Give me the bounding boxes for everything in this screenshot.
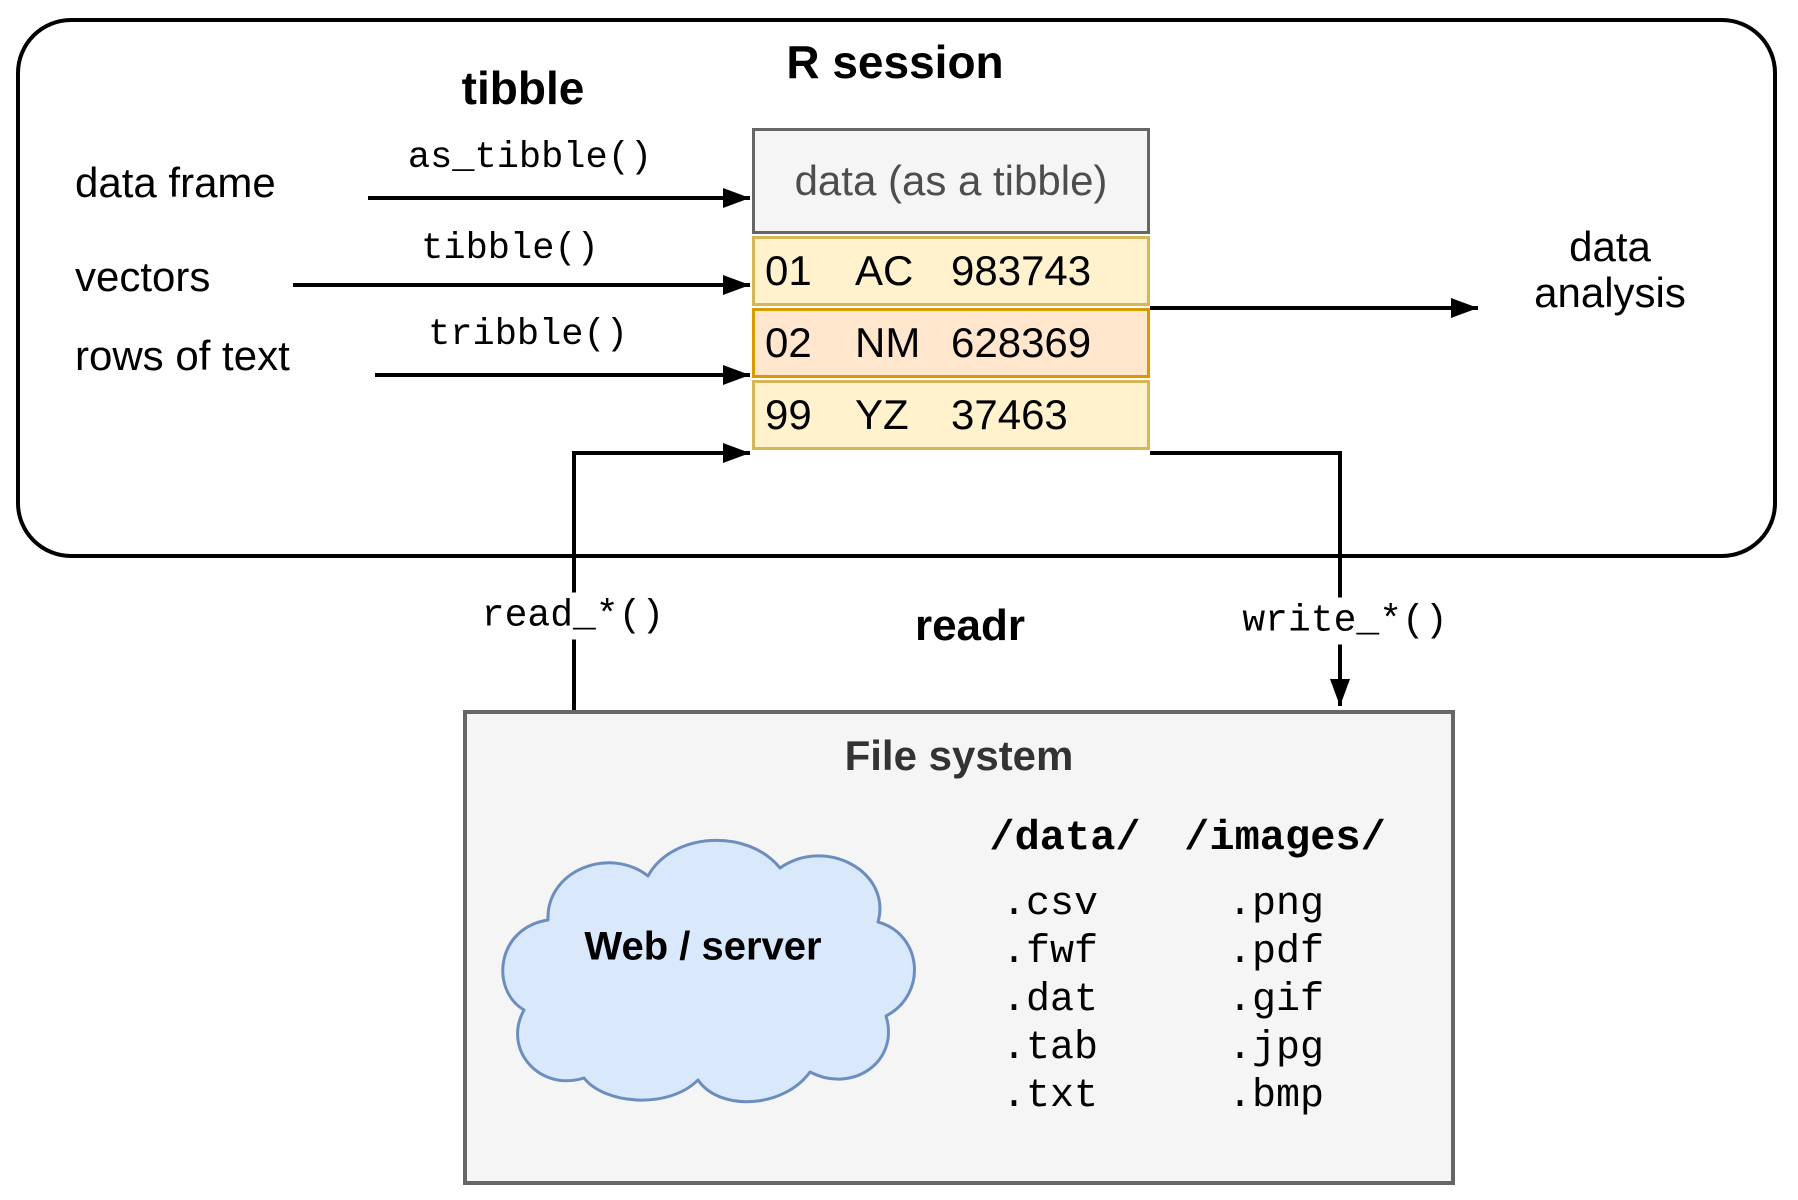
file-system-title: File system	[844, 732, 1074, 779]
readr-package-heading: readr	[914, 601, 1026, 650]
file-extension: .bmp	[1228, 1074, 1325, 1119]
row-id: 01	[765, 247, 812, 294]
table-row: 01 AC 983743	[752, 236, 1150, 306]
file-extension: .gif	[1228, 978, 1325, 1023]
r-session-title: R session	[786, 36, 1004, 88]
data-extensions-list: .csv.fwf.dat.tab.txt	[1002, 881, 1098, 1121]
row-code: YZ	[855, 391, 909, 438]
file-extension: .png	[1228, 882, 1325, 927]
tibble-table-header: data (as a tibble)	[752, 128, 1150, 234]
r-session-container	[16, 18, 1777, 558]
images-directory-header: /images/	[1184, 814, 1386, 862]
source-label-rows-of-text: rows of text	[75, 332, 290, 379]
file-extension: .txt	[1002, 1074, 1099, 1119]
source-label-vectors: vectors	[75, 253, 211, 300]
read-fn-label: read_*()	[475, 592, 671, 640]
tibble-table: data (as a tibble) 01 AC 983743 02 NM 62…	[752, 128, 1150, 450]
as-tibble-fn-label: as_tibble()	[407, 137, 653, 179]
write-fn-label: write_*()	[1236, 597, 1454, 645]
web-server-label: Web / server	[584, 924, 822, 969]
web-server-cloud-icon	[501, 839, 916, 1104]
file-extension: .jpg	[1228, 1026, 1325, 1071]
row-code: AC	[855, 247, 914, 294]
file-extension: .csv	[1002, 882, 1099, 927]
table-row: 02 NM 628369	[752, 308, 1150, 378]
row-code: NM	[855, 319, 921, 366]
row-value: 628369	[951, 319, 1092, 366]
data-directory-header: /data/	[989, 814, 1141, 862]
tibble-package-heading: tibble	[461, 62, 585, 114]
row-id: 02	[765, 319, 812, 366]
table-row: 99 YZ 37463	[752, 380, 1150, 450]
row-value: 37463	[951, 391, 1068, 438]
tribble-fn-label: tribble()	[428, 314, 628, 356]
file-extension: .tab	[1002, 1026, 1099, 1071]
tibble-table-header-label: data (as a tibble)	[794, 157, 1108, 204]
images-extensions-list: .png.pdf.gif.jpg.bmp	[1228, 881, 1324, 1121]
file-extension: .pdf	[1228, 930, 1325, 975]
tibble-fn-label: tibble()	[421, 228, 599, 270]
row-value: 983743	[951, 247, 1092, 294]
row-id: 99	[765, 391, 812, 438]
file-extension: .dat	[1002, 978, 1099, 1023]
file-extension: .fwf	[1002, 930, 1099, 975]
source-label-data-frame: data frame	[75, 159, 276, 206]
